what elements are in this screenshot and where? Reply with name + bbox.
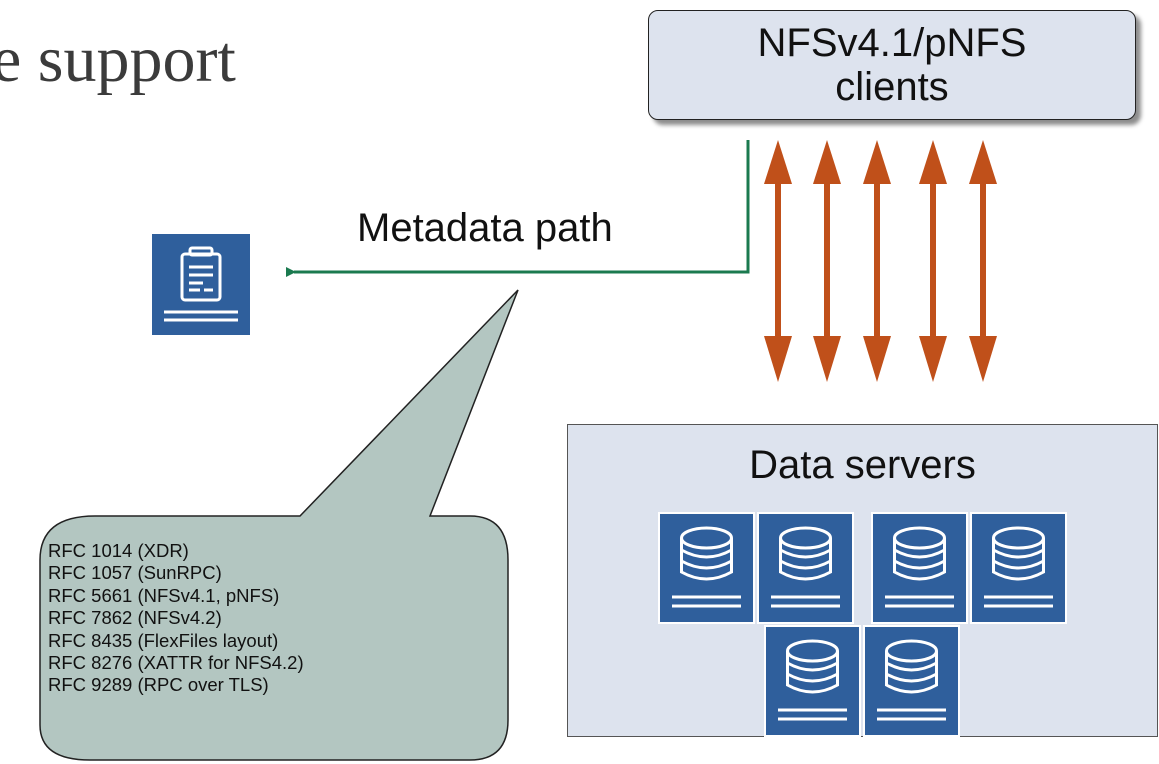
database-server-icon bbox=[863, 625, 960, 737]
data-path-arrow-3 bbox=[863, 140, 891, 382]
database-server-icon bbox=[757, 512, 854, 624]
rfc-list-item: RFC 7862 (NFSv4.2) bbox=[48, 607, 222, 629]
rfc-list-item: RFC 1057 (SunRPC) bbox=[48, 562, 222, 584]
metadata-path-label: Metadata path bbox=[357, 206, 613, 250]
database-server-icon bbox=[970, 512, 1067, 624]
metadata-path-arrow bbox=[286, 140, 750, 277]
rfc-list-item: RFC 9289 (RPC over TLS) bbox=[48, 674, 269, 696]
database-server-icon bbox=[871, 512, 968, 624]
data-path-arrow-5 bbox=[969, 140, 997, 382]
rfc-list-item: RFC 8276 (XATTR for NFS4.2) bbox=[48, 652, 304, 674]
clients-label-line2: clients bbox=[835, 65, 949, 109]
document-server-icon bbox=[152, 234, 250, 335]
clients-box: NFSv4.1/pNFS clients bbox=[648, 10, 1136, 120]
rfc-list-item: RFC 8435 (FlexFiles layout) bbox=[48, 629, 279, 651]
rfc-callout-bubble bbox=[39, 289, 519, 761]
data-path-arrows bbox=[764, 140, 997, 382]
database-server-icon bbox=[658, 512, 755, 624]
rfc-list-item: RFC 5661 (NFSv4.1, pNFS) bbox=[48, 584, 280, 606]
data-path-arrow-1 bbox=[764, 140, 792, 382]
rfc-list-item: RFC 1014 (XDR) bbox=[48, 540, 189, 561]
slide-title: e support bbox=[0, 23, 236, 96]
clients-label-line1: NFSv4.1/pNFS bbox=[757, 21, 1027, 65]
data-path-arrow-2 bbox=[813, 140, 841, 382]
data-path-arrow-4 bbox=[919, 140, 947, 382]
rfc-list: RFC 1014 (XDR) RFC 1057 (SunRPC) RFC 566… bbox=[48, 540, 304, 697]
data-servers-title: Data servers bbox=[749, 443, 976, 487]
database-server-icon bbox=[764, 625, 861, 737]
